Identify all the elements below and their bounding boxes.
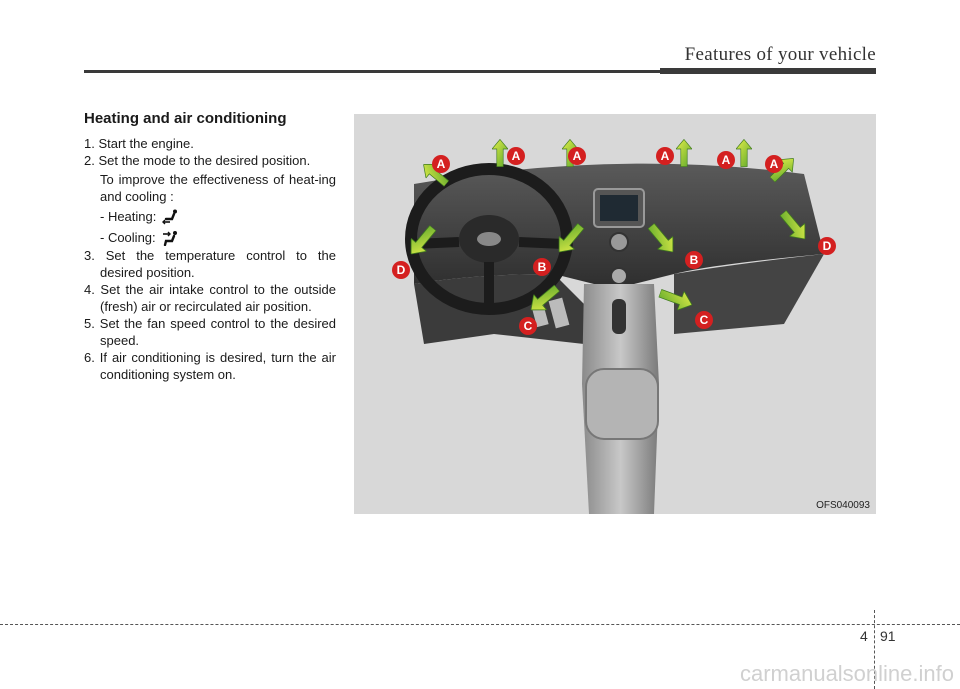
vent-label-a: A [506,146,526,166]
cooling-label: - Cooling: [100,230,156,245]
svg-text:D: D [397,263,406,277]
face-vent-mode-icon [162,230,177,246]
vent-label-a: A [567,146,587,166]
airflow-arrow-icon [676,139,692,167]
section-heading: Heating and air conditioning [84,110,287,127]
page-header-title: Features of your vehicle [684,44,876,65]
vent-label-c: C [694,310,714,330]
vent-label-c: C [518,316,538,336]
vent-label-a: A [655,146,675,166]
svg-text:A: A [573,149,582,163]
dashboard-vent-figure: A A A A A A D D B B C C OFS040093 [354,114,876,514]
vent-label-a: A [764,154,784,174]
figure-code: OFS040093 [816,500,870,511]
step-5: 5. Set the fan speed control to the desi… [84,316,336,348]
vent-label-a: A [431,154,451,174]
floor-vent-mode-icon [162,209,178,224]
airflow-arrow-icon [736,139,752,167]
vent-label-a: A [716,150,736,170]
svg-text:A: A [770,157,779,171]
heating-label: - Heating: [100,209,157,224]
step-2-note: To improve the effectiveness of heat-ing… [100,172,336,204]
vent-label-d: D [817,236,837,256]
passenger-dash [674,254,824,334]
header-rule [84,70,876,73]
step-4: 4. Set the air intake control to the out… [84,282,336,314]
step-2: 2. Set the mode to the desired position. [84,153,311,168]
chapter-number: 4 [860,628,868,644]
svg-text:A: A [437,157,446,171]
svg-text:C: C [524,319,533,333]
step-6: 6. If air conditioning is desired, turn … [84,350,336,382]
svg-text:A: A [722,153,731,167]
svg-text:B: B [538,260,547,274]
svg-text:C: C [700,313,709,327]
cooling-mode-line: - Cooling: [100,228,336,247]
watermark: carmanualsonline.info [739,661,954,686]
center-knob [609,232,629,252]
heating-mode-line: - Heating: [100,207,336,226]
vent-label-b: B [684,250,704,270]
step-1: 1. Start the engine. [84,136,194,151]
dashboard-illustration [403,139,824,514]
page-number: 91 [880,628,896,644]
footer-rule [0,624,960,625]
armrest [585,368,659,440]
footer-divider [874,610,875,689]
instructions-column: Heating and air conditioning 1. Start th… [84,110,336,383]
svg-text:A: A [512,149,521,163]
svg-text:D: D [823,239,832,253]
gear-shifter [612,299,626,334]
svg-text:B: B [690,253,699,267]
header-rule-accent [660,68,876,74]
vent-label-d: D [391,260,411,280]
svg-text:A: A [661,149,670,163]
vent-label-b: B [532,257,552,277]
step-3: 3. Set the temperature control to the de… [84,248,336,280]
